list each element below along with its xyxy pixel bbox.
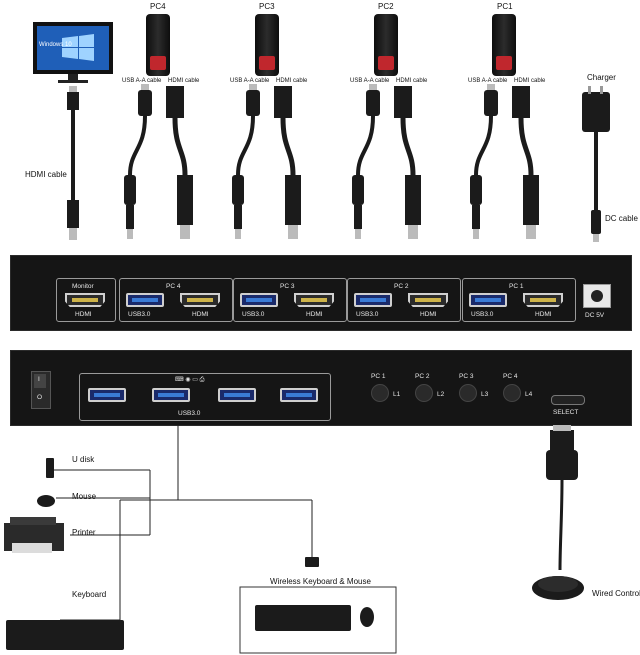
- front-usb-port-2[interactable]: [152, 388, 190, 402]
- pc1-usb-label: USB3.0: [471, 311, 494, 318]
- rear-group-pc4-label: PC 4: [166, 283, 181, 290]
- led-l1-label: L1: [393, 391, 401, 398]
- wired-keyboard: [6, 620, 124, 650]
- rear-group-pc1-label: PC 1: [509, 283, 524, 290]
- pc3-usb-port[interactable]: [240, 293, 278, 307]
- button-pc1[interactable]: [371, 384, 389, 402]
- front-usb-label: USB3.0: [178, 410, 201, 417]
- pc4-label: PC4: [150, 2, 166, 11]
- wireless-receiver: [305, 557, 319, 567]
- button-pc1-label: PC 1: [371, 373, 386, 380]
- wired-control: [532, 425, 584, 600]
- monitor-port-group: Monitor HDMI: [56, 278, 116, 322]
- pc4-hdmi-label: HDMI: [192, 311, 209, 318]
- peripheral-diagram: [4, 425, 584, 654]
- pc3-group: [232, 14, 301, 239]
- pc3-label: PC3: [259, 2, 275, 11]
- pc3-hdmi-label: HDMI: [306, 311, 323, 318]
- pc1-usb-port[interactable]: [469, 293, 507, 307]
- pc1-hdmi-label: HDMI: [535, 311, 552, 318]
- front-usb-group: USB3.0 ⌨ ◉ ▭ ⎙: [79, 373, 331, 421]
- rear-group-pc3: PC 3 USB3.0 HDMI: [233, 278, 347, 322]
- kvm-rear-panel: Monitor HDMI PC 4 USB3.0 HDMI PC 3 USB3.…: [10, 255, 632, 331]
- charger-label: Charger: [587, 73, 616, 82]
- pc4-usb-label: USB3.0: [128, 311, 151, 318]
- keyboard-label: Keyboard: [72, 590, 107, 599]
- monitor-hdmi-cable-label: HDMI cable: [25, 170, 67, 179]
- power-on-mark: I: [38, 376, 40, 383]
- wireless-mouse: [360, 607, 374, 627]
- led-l4-label: L4: [525, 391, 533, 398]
- button-pc2[interactable]: [415, 384, 433, 402]
- dc-port[interactable]: [583, 284, 611, 308]
- pc2-hdmi-label: HDMI: [420, 311, 437, 318]
- power-switch[interactable]: I O: [31, 371, 51, 409]
- printer-device: [4, 517, 64, 553]
- button-pc2-label: PC 2: [415, 373, 430, 380]
- power-off-mark: O: [37, 394, 43, 401]
- select-port[interactable]: [551, 395, 585, 405]
- pc1-usb-cable-label: USB A-A cable: [468, 78, 508, 84]
- pc1-group: [470, 14, 539, 239]
- pc2-label: PC2: [378, 2, 394, 11]
- udisk-device: [46, 458, 54, 478]
- windows-logo-icon: [62, 36, 78, 47]
- dc-cable-label: DC cable: [605, 214, 638, 223]
- udisk-label: U disk: [72, 455, 95, 464]
- monitor: [33, 22, 113, 83]
- pc2-hdmi-port[interactable]: [408, 293, 448, 307]
- pc3-usb-cable-label: USB A-A cable: [230, 78, 270, 84]
- monitor-port-label: Monitor: [72, 283, 94, 290]
- pc1-hdmi-port[interactable]: [523, 293, 563, 307]
- pc3-hdmi-port[interactable]: [294, 293, 334, 307]
- front-usb-port-3[interactable]: [218, 388, 256, 402]
- led-l2-label: L2: [437, 391, 445, 398]
- monitor-hdmi-cable: [67, 86, 79, 240]
- rear-group-pc3-label: PC 3: [280, 283, 295, 290]
- rear-group-pc4: PC 4 USB3.0 HDMI: [119, 278, 233, 322]
- button-pc4-label: PC 4: [503, 373, 518, 380]
- led-l3-label: L3: [481, 391, 489, 398]
- printer-label: Printer: [72, 528, 96, 537]
- pc1-label: PC1: [497, 2, 513, 11]
- monitor-screen-text: Windows 10: [39, 42, 72, 48]
- monitor-hdmi-port[interactable]: [65, 293, 105, 307]
- pc1-hdmi-cable-label: HDMI cable: [514, 78, 546, 84]
- button-pc3-label: PC 3: [459, 373, 474, 380]
- front-usb-port-4[interactable]: [280, 388, 318, 402]
- button-pc4[interactable]: [503, 384, 521, 402]
- wireless-label: Wireless Keyboard & Mouse: [270, 577, 371, 586]
- pc4-group: [124, 14, 193, 239]
- pc4-hdmi-cable-label: HDMI cable: [168, 78, 200, 84]
- pc3-hdmi-cable-label: HDMI cable: [276, 78, 308, 84]
- pc4-usb-port[interactable]: [126, 293, 164, 307]
- button-pc3[interactable]: [459, 384, 477, 402]
- monitor-hdmi-label: HDMI: [75, 311, 92, 318]
- dc-port-label: DC 5V: [585, 312, 605, 319]
- wired-control-label: Wired Control: [592, 589, 640, 598]
- select-label: SELECT: [553, 409, 579, 416]
- mouse-label: Mouse: [72, 492, 97, 501]
- pc2-usb-cable-label: USB A-A cable: [350, 78, 390, 84]
- rear-group-pc2-label: PC 2: [394, 283, 409, 290]
- pc2-hdmi-cable-label: HDMI cable: [396, 78, 428, 84]
- cable-diagram: [33, 14, 610, 242]
- rear-group-pc1: PC 1 USB3.0 HDMI: [462, 278, 576, 322]
- pc2-usb-label: USB3.0: [356, 311, 379, 318]
- wireless-keyboard: [255, 605, 351, 631]
- front-usb-port-1[interactable]: [88, 388, 126, 402]
- pc3-usb-label: USB3.0: [242, 311, 265, 318]
- pc2-group: [352, 14, 421, 239]
- charger: [582, 86, 610, 242]
- rear-group-pc2: PC 2 USB3.0 HDMI: [347, 278, 461, 322]
- kvm-front-panel: I O USB3.0 ⌨ ◉ ▭ ⎙ PC 1 L1 PC 2 L2 PC 3 …: [10, 350, 632, 426]
- pc4-usb-cable-label: USB A-A cable: [122, 78, 162, 84]
- pc2-usb-port[interactable]: [354, 293, 392, 307]
- pc4-hdmi-port[interactable]: [180, 293, 220, 307]
- usb-device-icons: ⌨ ◉ ▭ ⎙: [175, 377, 205, 383]
- mouse-device: [37, 495, 55, 507]
